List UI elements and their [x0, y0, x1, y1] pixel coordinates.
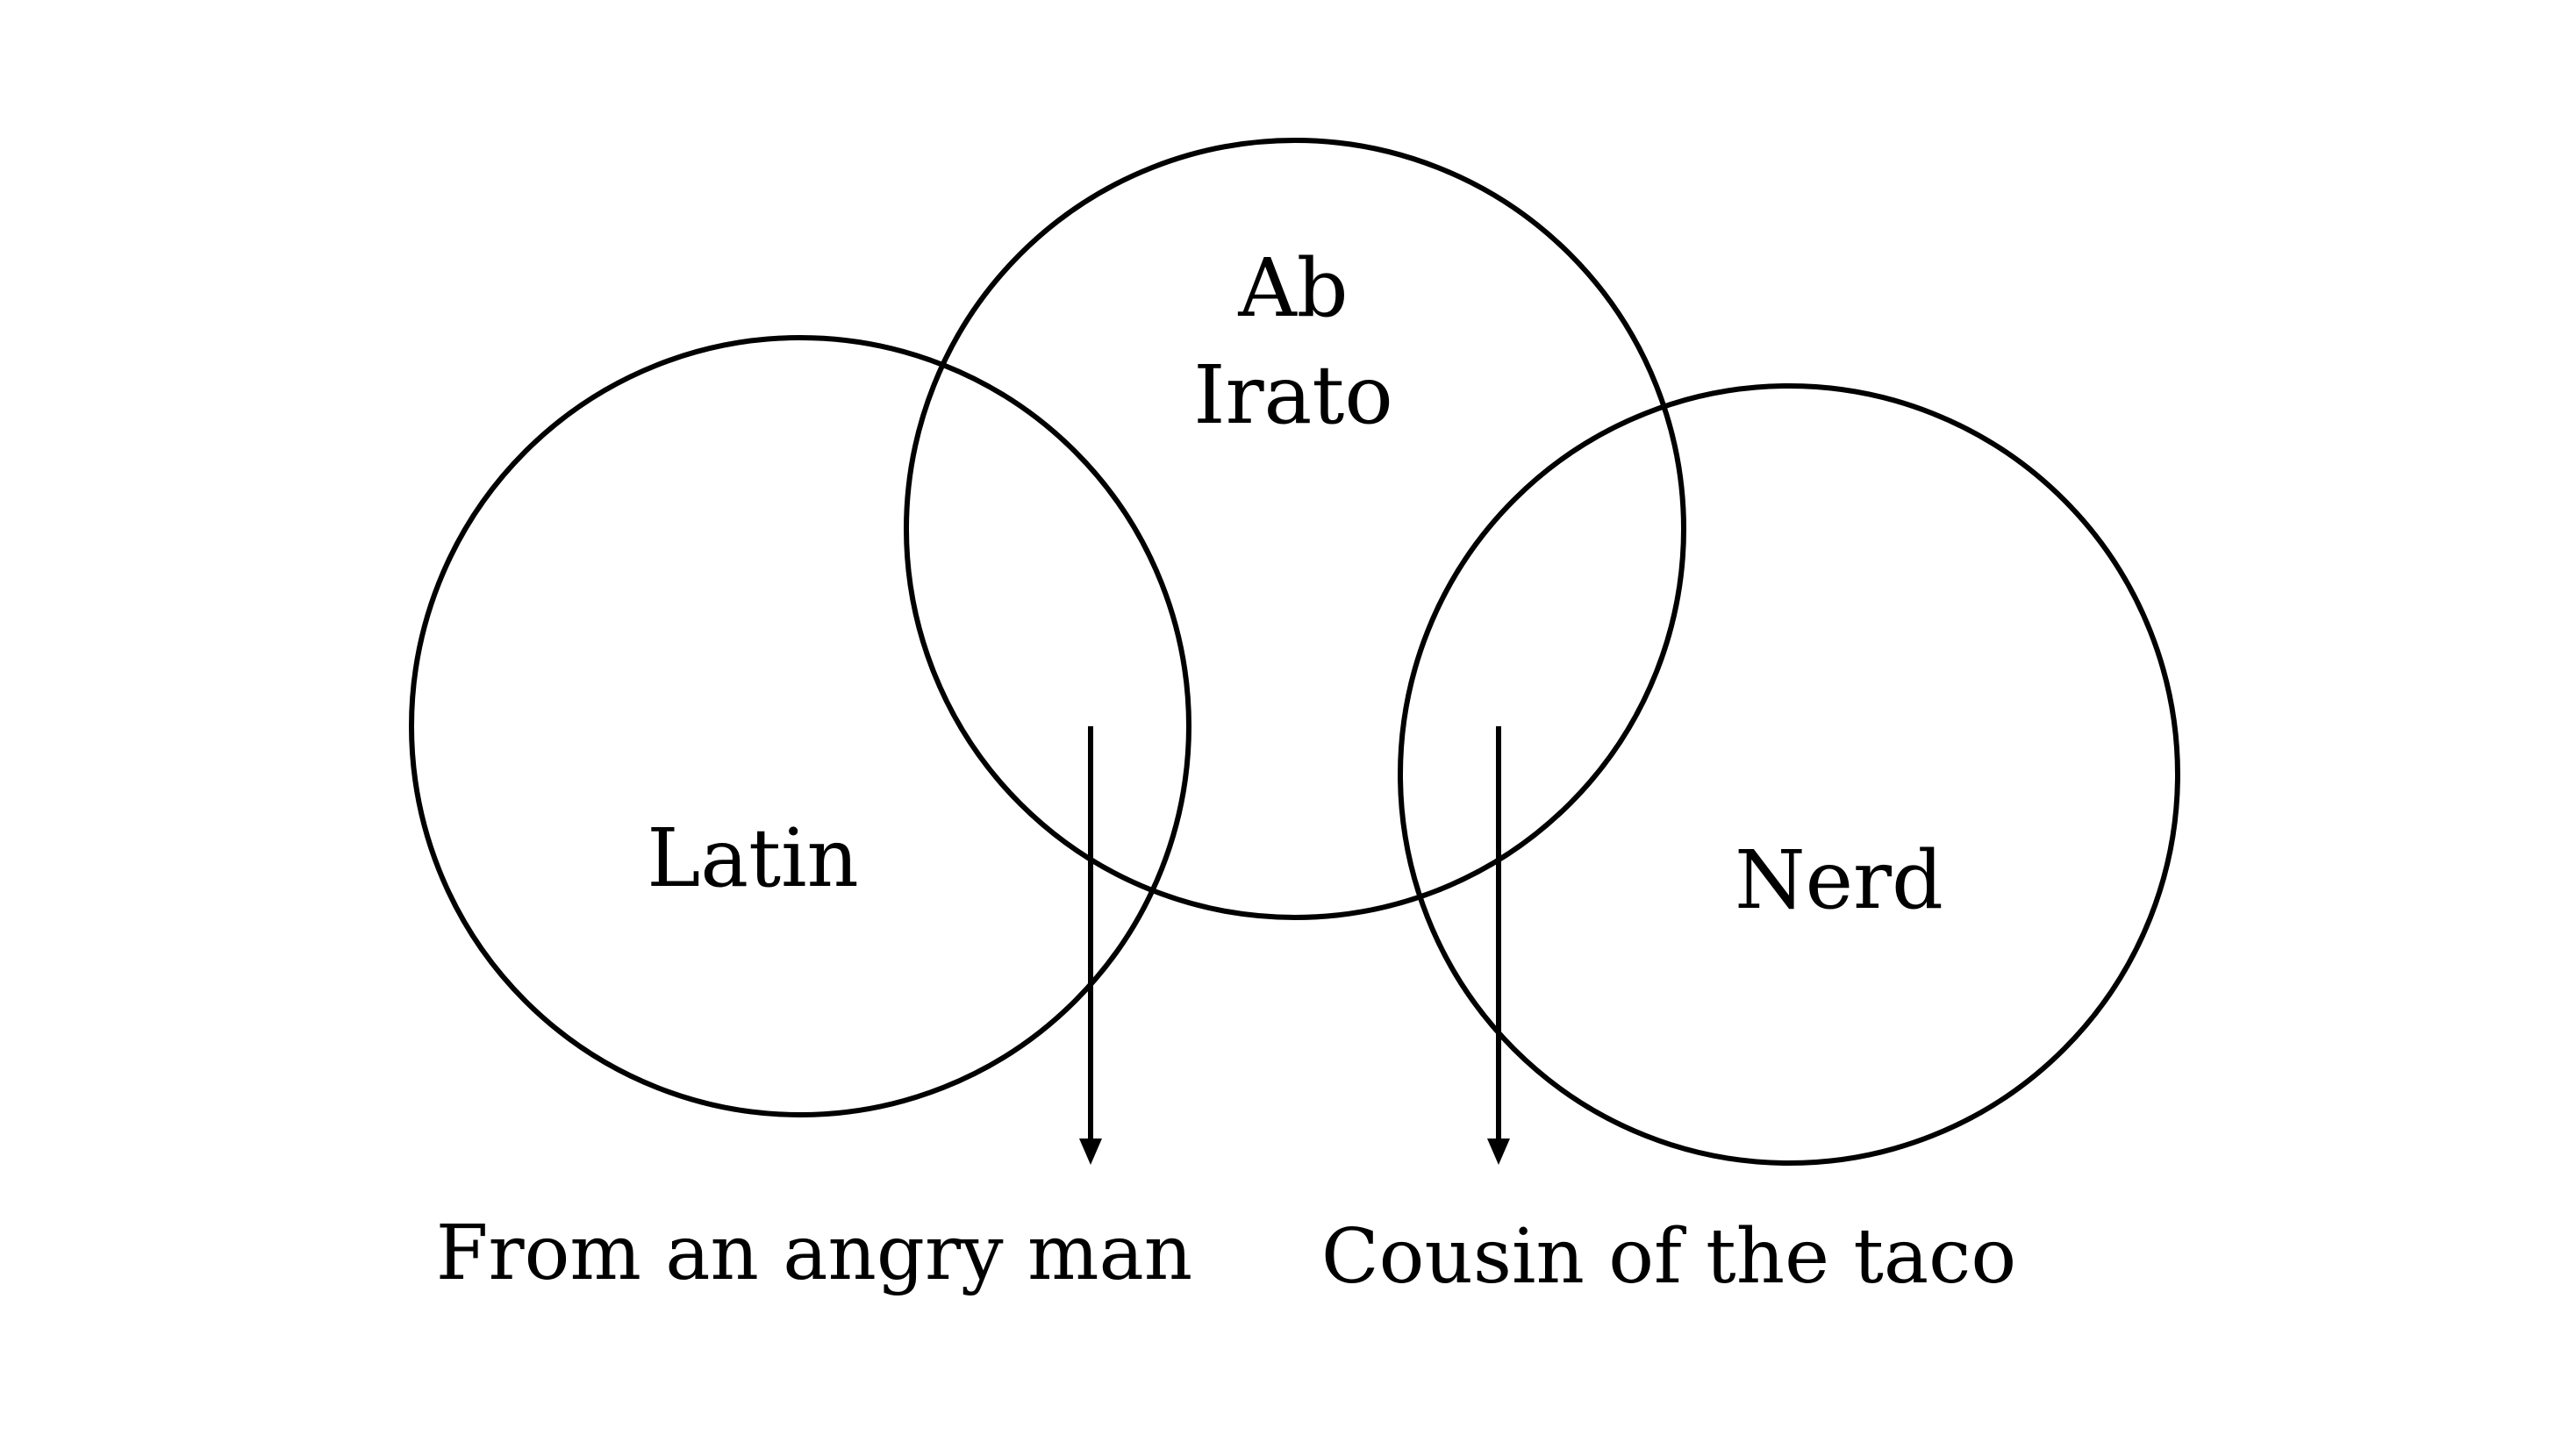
- label-irato: Irato: [1193, 348, 1393, 442]
- caption-cousin-of-the-taco: Cousin of the taco: [1321, 1213, 2016, 1301]
- circle-nerd: [1398, 383, 2180, 1166]
- circle-latin: [409, 335, 1191, 1117]
- caption-from-an-angry-man: From an angry man: [436, 1210, 1192, 1297]
- label-ab: Ab: [1237, 241, 1348, 335]
- label-latin: Latin: [647, 811, 859, 905]
- arrow-ab-irato-nerd: [1487, 726, 1510, 1165]
- arrow-latin-ab-irato: [1079, 726, 1102, 1165]
- arrow-head: [1079, 1138, 1102, 1165]
- arrow-head: [1487, 1138, 1510, 1165]
- label-nerd: Nerd: [1735, 833, 1943, 927]
- circle-ab-irato: [904, 138, 1686, 920]
